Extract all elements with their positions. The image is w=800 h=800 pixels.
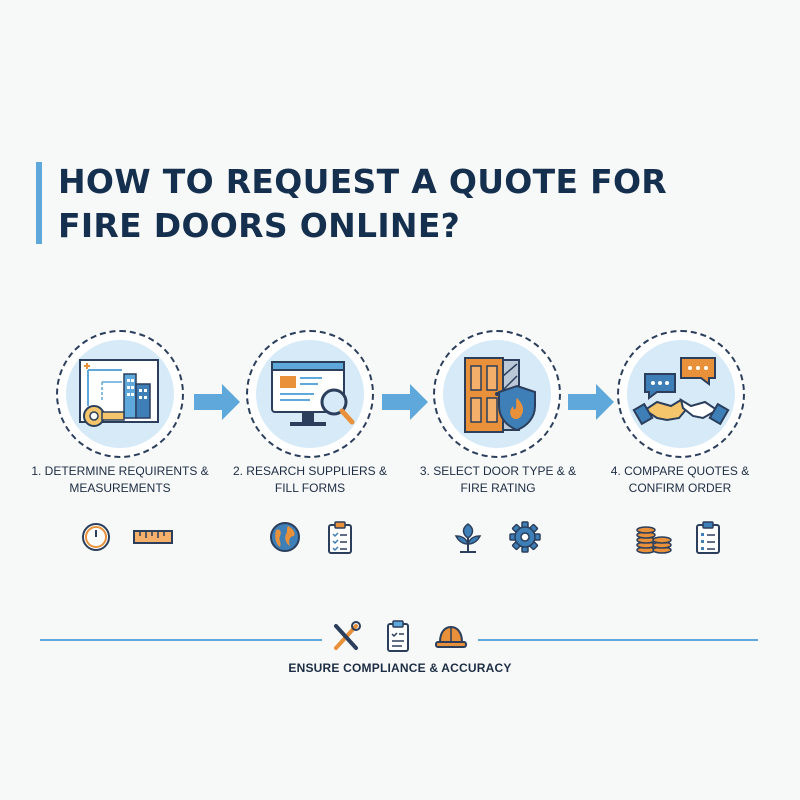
handshake-icon (627, 340, 735, 448)
clock-icon (82, 523, 110, 551)
footer-caption: ENSURE COMPLIANCE & ACCURACY (288, 661, 512, 675)
step-3-label: 3. SELECT DOOR TYPE & & FIRE RATING (419, 464, 577, 495)
title-accent-bar (36, 162, 42, 244)
footer-divider-left (40, 639, 322, 641)
footer-divider-right (478, 639, 758, 641)
step-2-label: 2. RESARCH SUPPLIERS & FILL FORMS (232, 464, 388, 495)
arrow-right-icon (382, 384, 428, 420)
step-4-circle (617, 330, 745, 458)
document-icon (387, 620, 409, 652)
hard-hat-icon (435, 625, 467, 648)
page-title: HOW TO REQUEST A QUOTE FOR FIRE DOORS ON… (58, 162, 668, 245)
computer-search-icon (256, 340, 364, 448)
coins-icon (636, 526, 672, 554)
gear-icon (509, 521, 541, 553)
clipboard-icon (696, 521, 720, 554)
plant-icon (454, 523, 482, 553)
fire-door-icon (443, 340, 551, 448)
globe-icon (270, 522, 300, 552)
step-1-label: 1. DETERMINE REQUIRENTS & MEASUREMENTS (31, 464, 209, 495)
arrow-right-icon (194, 384, 240, 420)
blueprint-icon (66, 340, 174, 448)
step-1-circle (56, 330, 184, 458)
checklist-icon (328, 521, 352, 554)
arrow-right-icon (568, 384, 614, 420)
step-4-label: 4. COMPARE QUOTES & CONFIRM ORDER (610, 464, 750, 495)
step-2-circle (246, 330, 374, 458)
ruler-icon (133, 530, 173, 544)
step-3-circle (433, 330, 561, 458)
tools-icon (334, 621, 361, 650)
